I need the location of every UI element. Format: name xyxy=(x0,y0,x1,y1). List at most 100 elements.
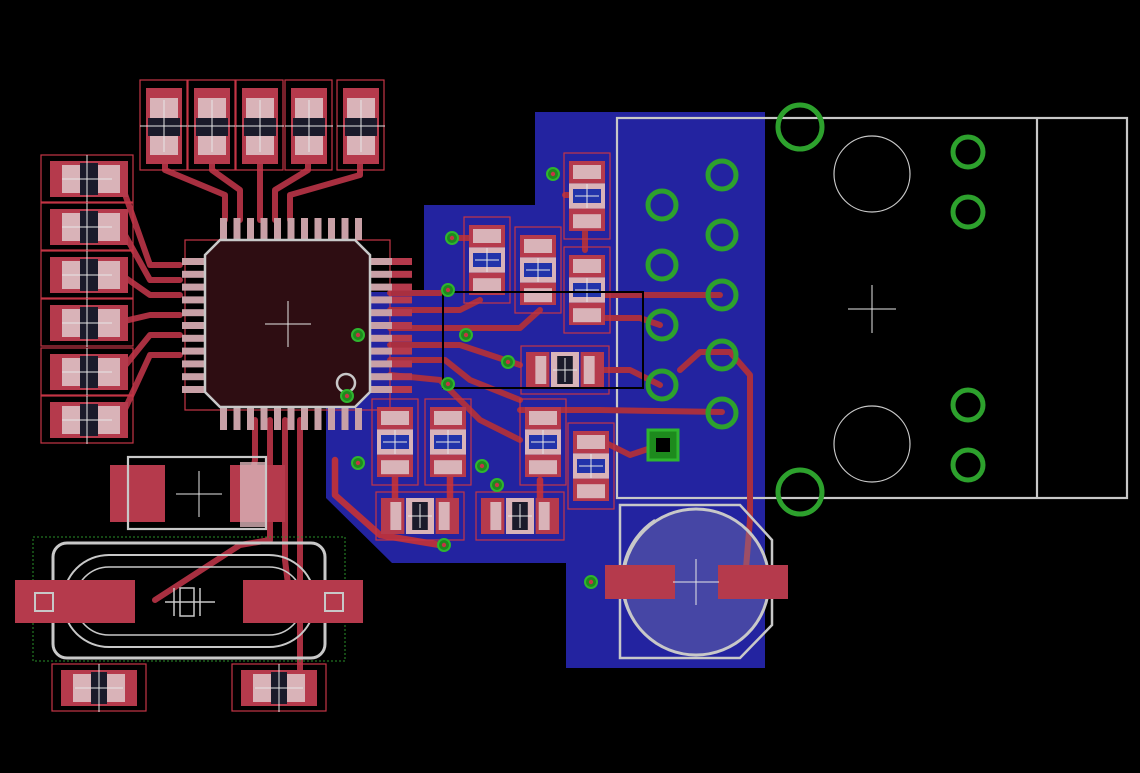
resistor-outline xyxy=(235,79,284,171)
qfp-pin xyxy=(355,218,362,240)
via-drill xyxy=(588,579,594,585)
qfp-pin xyxy=(182,258,204,265)
qfp-pin xyxy=(233,218,241,240)
crystal-hc49 xyxy=(15,536,363,662)
trace-stub xyxy=(392,334,412,342)
trace-stub xyxy=(392,270,412,278)
pad-highlight xyxy=(390,502,402,530)
via-drill xyxy=(449,235,455,241)
resistor-outline xyxy=(520,345,610,395)
pad-highlight xyxy=(573,259,601,273)
trace-stub xyxy=(392,309,412,317)
qfp-pin xyxy=(182,322,204,329)
pad-highlight xyxy=(524,239,552,253)
resistor-outline xyxy=(514,226,562,314)
pad-highlight xyxy=(434,460,462,475)
qfp-pin xyxy=(182,347,204,355)
qfp-pin xyxy=(370,360,392,368)
resistor-outline xyxy=(475,491,565,541)
qfp-pin xyxy=(182,334,204,342)
qfp-pin xyxy=(314,218,322,240)
pad-highlight xyxy=(473,278,501,293)
pad-highlight xyxy=(538,502,550,530)
qfp-pin xyxy=(287,408,295,430)
qfp-pin xyxy=(370,296,392,304)
pad-highlight xyxy=(490,502,502,530)
qfp-pin xyxy=(182,386,204,393)
trace-stub xyxy=(392,322,412,329)
pad-highlight xyxy=(381,460,409,475)
resistor-outline xyxy=(284,79,333,171)
coin-cell-holder xyxy=(605,503,788,660)
resistors-bottom xyxy=(51,663,327,712)
resistor-outline xyxy=(187,79,236,171)
trace-stub xyxy=(392,283,412,291)
qfp-pin xyxy=(287,218,295,240)
pad-highlight xyxy=(529,460,557,475)
qfp-pin xyxy=(182,296,204,304)
mcu-qfp44 xyxy=(182,218,412,430)
pad-highlight xyxy=(524,288,552,303)
passives-middle xyxy=(371,152,644,541)
resistor-outline xyxy=(375,491,465,541)
qfp-pin xyxy=(301,408,308,430)
qfp-pin xyxy=(341,408,349,430)
qfp-pin xyxy=(328,408,335,430)
pad-highlight xyxy=(529,411,557,425)
pad-highlight xyxy=(577,435,605,449)
qfp-pin xyxy=(220,218,227,240)
keepout-outline xyxy=(442,291,644,389)
qfp-pin xyxy=(355,408,362,430)
via-drill xyxy=(550,171,556,177)
qfp-pin xyxy=(274,218,281,240)
via-drill xyxy=(505,359,511,365)
qfp-pin xyxy=(182,373,204,381)
trace-stub xyxy=(392,258,412,265)
pad-highlight xyxy=(583,356,595,384)
resistor-outline xyxy=(139,79,188,171)
qfp-pin xyxy=(274,408,281,430)
qfp-pin xyxy=(370,283,392,291)
via-drill xyxy=(445,287,451,293)
pad-highlight xyxy=(573,165,601,179)
qfp-pin xyxy=(341,218,349,240)
resistor-outline xyxy=(563,152,611,240)
qfp-pin xyxy=(182,309,204,317)
resistor-outline xyxy=(336,79,385,171)
qfp-pin xyxy=(370,322,392,329)
trace-stub xyxy=(392,360,412,368)
qfp-pin xyxy=(247,218,254,240)
resistor-outline xyxy=(463,216,511,304)
pad-highlight xyxy=(573,308,601,323)
resistor-outline xyxy=(519,398,567,486)
qfp-pin xyxy=(301,218,308,240)
via-drill xyxy=(441,542,447,548)
rj45-connector xyxy=(615,102,1129,517)
via-drill xyxy=(355,460,361,466)
capacitor-large xyxy=(110,455,285,531)
qfp-pin xyxy=(260,408,268,430)
qfp-pin xyxy=(370,347,392,355)
rj45-pins xyxy=(645,158,739,462)
via-drill xyxy=(445,381,451,387)
resistor-outline xyxy=(424,398,472,486)
qfp-pin xyxy=(260,218,268,240)
qfp-pin xyxy=(314,408,322,430)
qfp-pin xyxy=(182,360,204,368)
vias xyxy=(340,167,598,589)
resistor-outline xyxy=(567,422,615,510)
qfp-pin xyxy=(370,270,392,278)
via-drill xyxy=(355,332,361,338)
qfp-pin xyxy=(370,373,392,381)
pad-highlight xyxy=(381,411,409,425)
pad-highlight xyxy=(438,502,450,530)
qfp-pin xyxy=(247,408,254,430)
qfp-pin xyxy=(182,283,204,291)
via-drill xyxy=(479,463,485,469)
resistor-bank-left xyxy=(40,154,134,444)
qfp-pin xyxy=(370,334,392,342)
qfp-pin xyxy=(182,270,204,278)
pad-highlight xyxy=(434,411,462,425)
via-drill xyxy=(494,482,500,488)
